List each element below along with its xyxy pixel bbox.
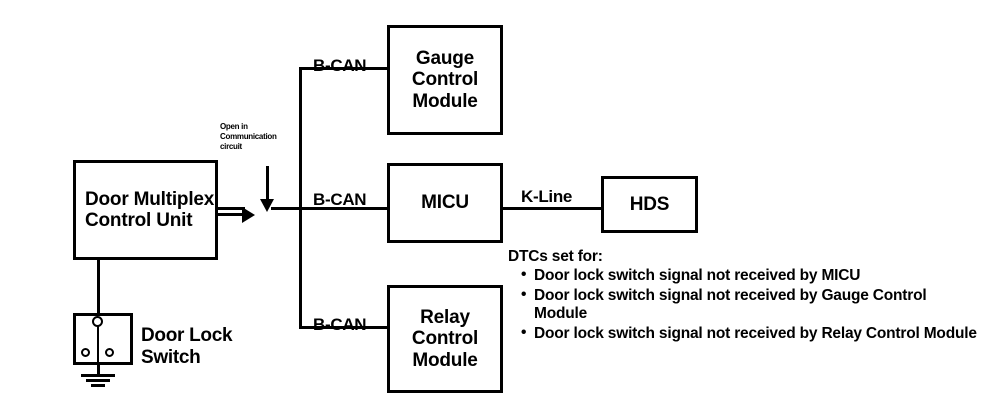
block-relay-control-module: Relay Control Module — [387, 285, 503, 393]
label-kline: K-Line — [521, 187, 573, 206]
bcan-branch-micu — [271, 207, 390, 210]
down-arrow-icon — [260, 199, 274, 212]
ground-icon-bar-1 — [81, 374, 115, 377]
label-bcan-relay: B-CAN — [313, 315, 367, 334]
dmcu-to-switch-wire — [97, 258, 100, 315]
dmcu-output-stub — [215, 207, 245, 210]
switch-ground-wire — [97, 363, 100, 375]
switch-wiper-line — [97, 325, 99, 365]
dmcu-signal-arrow-shaft — [215, 213, 243, 216]
dtc-list-block: DTCs set for: Door lock switch signal no… — [508, 248, 978, 344]
block-door-multiplex-control-unit: Door Multiplex Control Unit — [73, 160, 218, 260]
label-door-lock-switch: Door Lock Switch — [141, 325, 233, 368]
block-gauge-control-module: Gauge Control Module — [387, 25, 503, 135]
bcan-branch-relay — [299, 326, 390, 329]
ground-icon-bar-3 — [91, 384, 105, 387]
block-micu: MICU — [387, 163, 503, 243]
door-lock-switch-symbol — [73, 313, 133, 365]
dtc-item: Door lock switch signal not received by … — [521, 286, 978, 324]
bcan-bus-trunk — [299, 67, 302, 329]
dtc-item: Door lock switch signal not received by … — [521, 266, 978, 285]
dmcu-signal-arrow-icon — [242, 207, 255, 223]
open-circuit-note: Open in Communication circuit — [220, 122, 277, 151]
dtc-item: Door lock switch signal not received by … — [521, 324, 978, 343]
label-bcan-gauge: B-CAN — [313, 56, 367, 75]
switch-contact-right — [105, 348, 114, 357]
switch-contact-left — [81, 348, 90, 357]
block-hds: HDS — [601, 176, 698, 233]
kline-wire — [500, 207, 604, 210]
dtc-items: Door lock switch signal not received by … — [508, 266, 978, 343]
bcan-branch-gauge — [299, 67, 390, 70]
open-circuit-arrow-shaft — [266, 166, 269, 204]
switch-contact-common — [92, 316, 103, 327]
label-bcan-micu: B-CAN — [313, 190, 367, 209]
dtc-title: DTCs set for: — [508, 248, 603, 265]
ground-icon-bar-2 — [86, 379, 110, 382]
